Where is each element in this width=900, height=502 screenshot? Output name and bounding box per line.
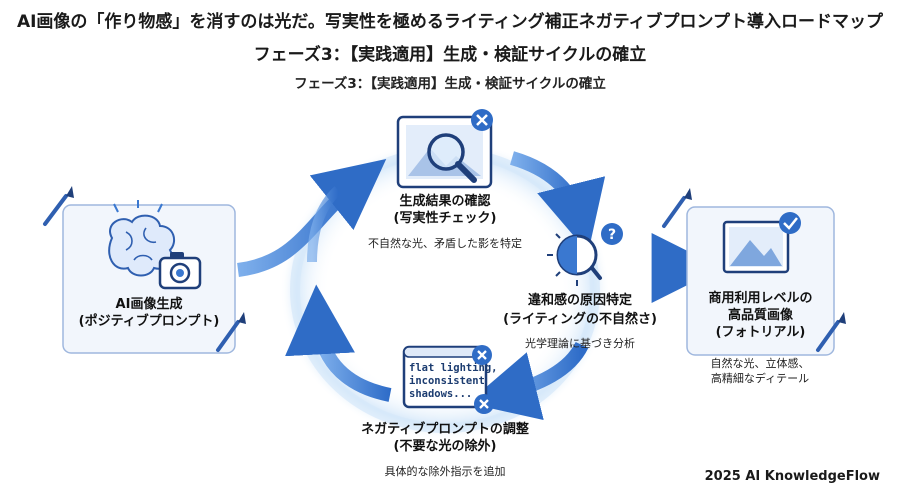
footer-credit: 2025 AI KnowledgeFlow — [704, 469, 880, 484]
check-subtitle: (写実性チェック) — [393, 211, 497, 226]
check-title: 生成結果の確認 — [399, 194, 491, 209]
close-icon-adjust-bottom — [474, 394, 494, 414]
identify-subtitle: (ライティングの不自然さ) — [503, 312, 657, 327]
lightbulb-analysis-icon — [547, 233, 602, 286]
main-title: AI画像の「作り物感」を消すのは光だ。写実性を極めるライティング補正ネガティブプ… — [16, 12, 884, 32]
output-title-line1: 商用利用レベルの — [708, 291, 813, 306]
adjust-title: ネガティブプロンプトの調整 — [361, 422, 529, 437]
phase-subtitle: フェーズ3：【実践適用】生成・検証サイクルの確立 — [294, 76, 606, 92]
brush-icon-right-top — [662, 188, 692, 228]
output-note-line1: 自然な光、立体感、 — [710, 357, 810, 370]
node-generate-panel — [62, 204, 236, 354]
generate-title: AI画像生成 — [115, 297, 183, 312]
generate-subtitle: (ポジティブプロンプト) — [78, 314, 220, 329]
checkmark-icon — [779, 212, 801, 234]
svg-text:?: ? — [608, 227, 616, 243]
adjust-subtitle: (不要な光の除外) — [393, 439, 497, 454]
arrow-adjust-to-generate — [285, 284, 392, 402]
output-title-line2: 高品質画像 — [727, 308, 793, 323]
output-subtitle: (フォトリアル) — [715, 325, 806, 340]
output-note-line2: 高精細なディテール — [710, 372, 810, 385]
arrow-cycle-up — [307, 186, 342, 263]
identify-title: 違和感の原因特定 — [527, 293, 632, 308]
brush-icon-left-bottom — [216, 312, 246, 352]
camera-icon — [158, 252, 202, 290]
adjust-note: 具体的な除外指示を追加 — [384, 465, 506, 478]
close-icon-check — [471, 109, 493, 131]
arrow-identify-to-adjust — [467, 341, 589, 421]
close-icon-adjust-top — [472, 345, 492, 365]
code-line-2: inconsistent — [409, 375, 485, 387]
question-icon: ? — [601, 223, 623, 245]
node-adjust-window: flat lighting, inconsistent shadows... — [402, 345, 498, 409]
check-note: 不自然な光、矛盾した影を特定 — [368, 237, 522, 250]
code-line-1: flat lighting, — [409, 362, 498, 374]
arrow-check-to-identify — [509, 151, 606, 253]
brain-icon — [108, 200, 176, 277]
phase-title: フェーズ3：【実践適用】生成・検証サイクルの確立 — [253, 45, 647, 65]
magnifier-icon — [427, 133, 477, 183]
brush-icon-right-bottom — [816, 312, 846, 352]
landscape-image-icon — [722, 220, 790, 274]
code-line-3: shadows... — [409, 388, 472, 400]
brush-icon-left-top — [43, 186, 74, 226]
identify-note: 光学理論に基づき分析 — [525, 337, 635, 350]
arrow-generate-to-check — [236, 158, 387, 277]
